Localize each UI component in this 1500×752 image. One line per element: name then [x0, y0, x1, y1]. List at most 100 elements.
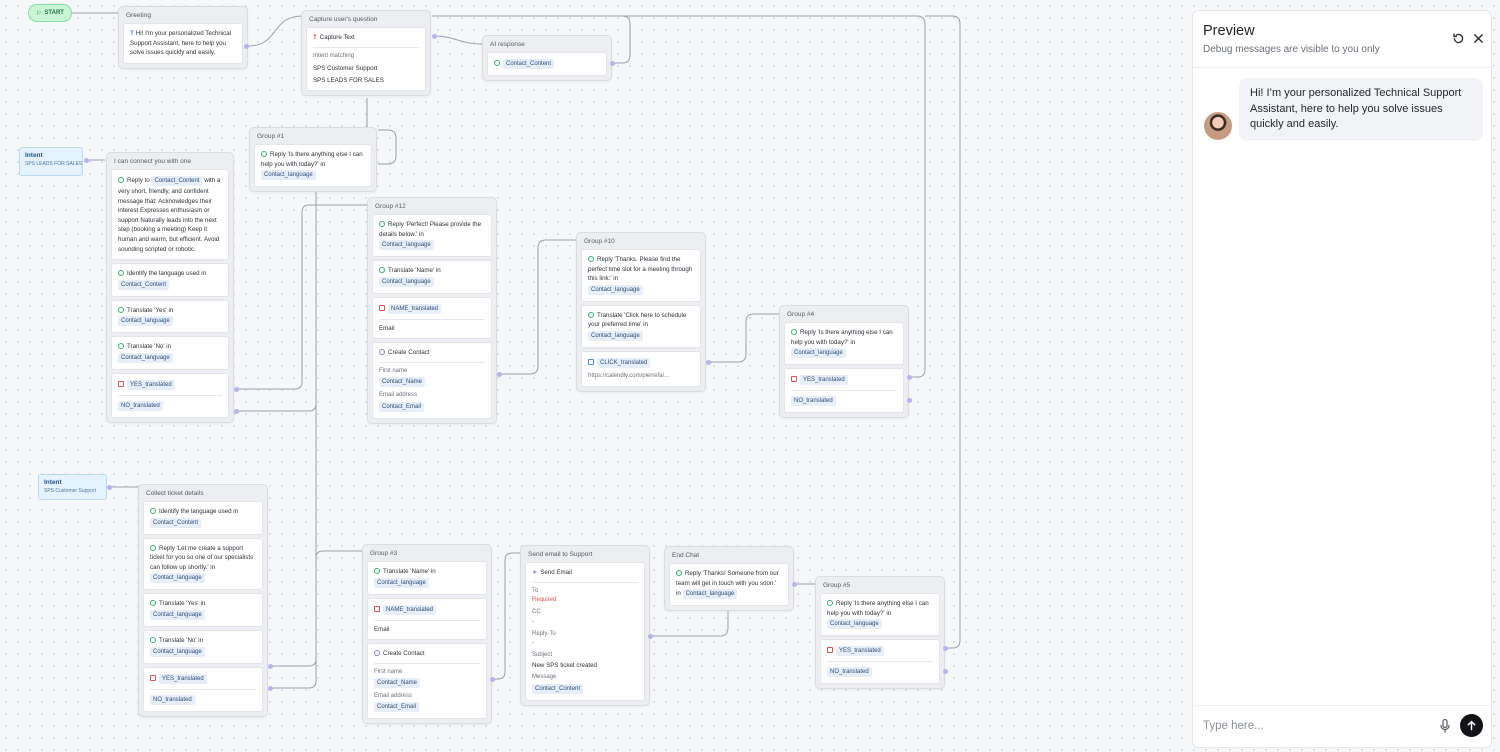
flag-icon: ⚐: [36, 10, 42, 17]
send-email-node[interactable]: Send email to Support ➤Send Email To Req…: [520, 545, 650, 706]
wire-greeting-capture: [247, 15, 304, 47]
field-label: Email: [374, 625, 390, 633]
input-step[interactable]: NAME_translated Email: [372, 296, 492, 340]
yes-button-tag[interactable]: YES_translated: [800, 375, 848, 386]
variable-tag: Contact_Email: [379, 401, 425, 412]
group-3-node[interactable]: Group #3 Translate 'Name' in Contact_lan…: [362, 544, 492, 725]
output-port[interactable]: [84, 158, 89, 163]
field-label: First name: [374, 668, 403, 675]
translate-step[interactable]: Translate 'Click here to schedule your p…: [581, 304, 701, 349]
reply-step[interactable]: Reply 'Thanks! Someone from our team wil…: [669, 563, 789, 607]
output-port[interactable]: [610, 61, 615, 66]
reply-step[interactable]: Reply 'Perfect! Please provide the detai…: [372, 214, 492, 258]
step-text: Hi! I'm your personalized Technical Supp…: [130, 30, 232, 57]
reply-icon: [379, 221, 385, 227]
reply-step[interactable]: Reply 'Is there anything else I can help…: [784, 322, 904, 366]
input-step[interactable]: NAME_translated Email: [367, 597, 487, 641]
reply-icon: [676, 570, 682, 576]
step-text: Reply 'Thanks! Someone from our team wil…: [676, 570, 779, 598]
output-port[interactable]: [490, 677, 495, 682]
no-button-tag[interactable]: NO_translated: [827, 667, 872, 678]
reply-step[interactable]: Reply 'Let me create a support ticket fo…: [143, 537, 263, 591]
ai-response-step[interactable]: Contact_Content: [487, 52, 607, 76]
translate-no-step[interactable]: Translate 'No' in Contact_language: [111, 336, 229, 371]
output-port[interactable]: [907, 375, 912, 380]
buttons-step[interactable]: YES_translated NO_translated: [143, 666, 263, 712]
step-text: Translate 'Name' in: [383, 568, 436, 575]
output-port[interactable]: [648, 634, 653, 639]
group-10-node[interactable]: Group #10 Reply 'Thanks. Please find the…: [576, 232, 706, 393]
group-1-node[interactable]: Group #1 Reply 'Is there anything else I…: [249, 127, 377, 193]
microphone-icon[interactable]: [1439, 718, 1451, 734]
refresh-icon[interactable]: [1451, 31, 1465, 45]
intent-support-node[interactable]: Intent SPS Customer Support: [38, 474, 107, 500]
translate-step[interactable]: Translate 'Name' in Contact_language: [367, 561, 487, 595]
wire-capture-ai: [433, 35, 483, 45]
reply-step[interactable]: Reply to Contact_Content with a very sho…: [111, 169, 229, 261]
output-port[interactable]: [907, 398, 912, 403]
chat-input[interactable]: [1203, 716, 1433, 736]
input-icon: [379, 304, 385, 311]
yes-button-tag[interactable]: YES_translated: [159, 673, 207, 684]
reply-step[interactable]: Reply 'Thanks. Please find the perfect t…: [581, 249, 701, 302]
link-step[interactable]: CLICK_translated https://calendly.com/pi…: [581, 351, 701, 388]
translate-yes-step[interactable]: Translate 'Yes' in Contact_language: [143, 593, 263, 628]
ai-response-node[interactable]: AI response Contact_Content: [482, 35, 612, 81]
no-button-tag[interactable]: NO_translated: [791, 396, 836, 407]
send-email-step[interactable]: ➤Send Email To Required CC - Reply-To - …: [525, 562, 645, 701]
reply-step[interactable]: Reply 'Is there anything else I can help…: [254, 144, 372, 188]
buttons-step[interactable]: YES_translated NO_translated: [111, 373, 229, 419]
output-port[interactable]: [432, 34, 437, 39]
output-port[interactable]: [943, 646, 948, 651]
group-12-node[interactable]: Group #12 Reply 'Perfect! Please provide…: [367, 197, 497, 424]
output-port[interactable]: [107, 485, 112, 490]
output-port[interactable]: [234, 387, 239, 392]
buttons-step[interactable]: YES_translated NO_translated: [784, 368, 904, 414]
identify-step[interactable]: Identify the language used in Contact_Co…: [111, 263, 229, 297]
output-port[interactable]: [792, 582, 797, 587]
translate-step[interactable]: Translate 'Name' in Contact_language: [372, 260, 492, 294]
ai-icon: [150, 637, 156, 644]
connect-node[interactable]: I can connect you with one Reply to Cont…: [106, 152, 234, 424]
output-port[interactable]: [268, 686, 273, 691]
identify-step[interactable]: Identify the language used in Contact_Co…: [143, 501, 263, 535]
output-port[interactable]: [268, 664, 273, 669]
start-node[interactable]: ⚐ START: [28, 4, 72, 22]
intent-sales-node[interactable]: Intent SPS LEADS FOR SALES: [19, 147, 83, 176]
close-icon[interactable]: [1471, 31, 1485, 45]
link-url[interactable]: https://calendly.com/pierrefa/...: [588, 373, 670, 380]
create-contact-step[interactable]: Create Contact First name Contact_Name E…: [367, 643, 487, 720]
yes-button-tag[interactable]: YES_translated: [127, 380, 175, 391]
translate-yes-step[interactable]: Translate 'Yes' in Contact_language: [111, 299, 229, 334]
output-port[interactable]: [706, 360, 711, 365]
reply-step[interactable]: Reply 'Is there anything else I can help…: [820, 593, 940, 637]
group-5-node[interactable]: Group #5 Reply 'Is there anything else I…: [815, 576, 945, 690]
yes-button-tag[interactable]: YES_translated: [836, 646, 884, 657]
variable-tag: Contact_Content: [151, 176, 203, 186]
step-text: Reply 'Is there anything else I can help…: [791, 329, 893, 346]
output-port[interactable]: [497, 372, 502, 377]
translate-no-step[interactable]: Translate 'No' in Contact_language: [143, 630, 263, 664]
output-port[interactable]: [244, 44, 249, 49]
output-port[interactable]: [943, 669, 948, 674]
create-contact-step[interactable]: Create Contact First name Contact_Name E…: [372, 342, 492, 419]
end-chat-node[interactable]: End Chat Reply 'Thanks! Someone from our…: [664, 546, 794, 612]
send-button[interactable]: [1460, 714, 1483, 737]
group-4-node[interactable]: Group #4 Reply 'Is there anything else I…: [779, 305, 909, 419]
no-button-tag[interactable]: NO_translated: [118, 401, 163, 412]
assistant-message: Hi! I’m your personalized Technical Supp…: [1239, 78, 1483, 141]
output-port[interactable]: [234, 409, 239, 414]
node-title: Group #10: [584, 238, 615, 245]
collect-ticket-node[interactable]: Collect ticket details Identify the lang…: [138, 484, 268, 717]
wire-connect-yes: [236, 204, 367, 390]
preview-title: Preview: [1203, 23, 1255, 39]
step-text: Capture Text: [319, 34, 355, 41]
no-button-tag[interactable]: NO_translated: [150, 694, 195, 705]
step-text: Reply 'Is there anything else I can help…: [827, 600, 929, 617]
buttons-step[interactable]: YES_translated NO_translated: [820, 639, 940, 685]
